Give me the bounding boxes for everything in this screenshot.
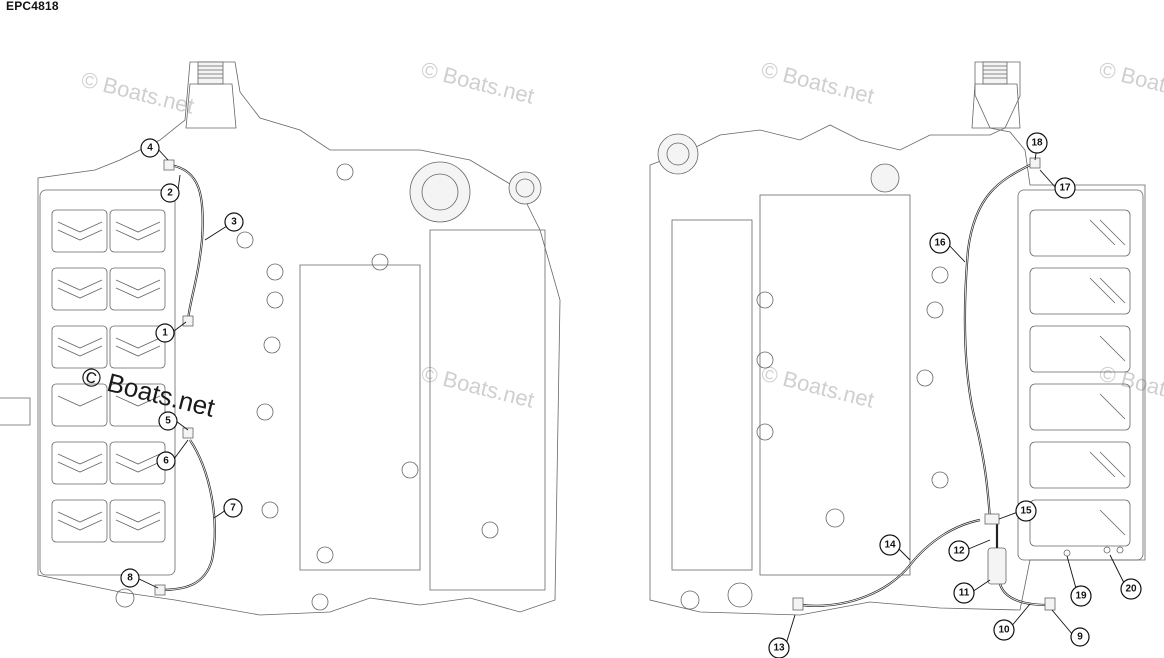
watermark: © Boats.net	[79, 361, 219, 423]
callout-9: 9	[1070, 627, 1090, 647]
svg-text:20: 20	[1125, 584, 1137, 595]
watermark: © Boats.net	[759, 57, 877, 109]
callout-12: 12	[948, 540, 970, 562]
watermark: © Boats.net	[79, 67, 197, 119]
svg-text:17: 17	[1059, 183, 1071, 194]
watermark: © Boats.net	[419, 361, 537, 413]
callout-13: 13	[768, 637, 790, 658]
svg-text:4: 4	[147, 143, 153, 154]
svg-text:15: 15	[1020, 506, 1032, 517]
svg-text:18: 18	[1031, 138, 1043, 149]
svg-text:7: 7	[230, 503, 236, 514]
svg-text:6: 6	[163, 456, 169, 467]
svg-text:3: 3	[231, 217, 237, 228]
svg-text:14: 14	[884, 540, 896, 551]
right-engine-view	[649, 61, 1146, 616]
callout-layer: 1 2 3 4 5 6 7 8 9 10 11 12 13 14 15 16 1…	[120, 132, 1142, 658]
callout-17: 17	[1054, 177, 1076, 199]
callout-4: 4	[140, 138, 160, 158]
callout-11: 11	[953, 582, 975, 604]
watermark: © Boats.net	[1097, 57, 1164, 109]
left-engine-view	[0, 61, 561, 616]
svg-text:2: 2	[167, 188, 173, 199]
svg-text:13: 13	[773, 643, 785, 654]
svg-text:12: 12	[953, 546, 965, 557]
callout-5: 5	[158, 411, 178, 431]
svg-text:16: 16	[934, 238, 946, 249]
watermark: © Boats.net	[759, 361, 877, 413]
right-reed-panels	[1029, 209, 1131, 547]
callout-2: 2	[160, 183, 180, 203]
callout-20: 20	[1120, 578, 1142, 600]
watermark-layer: © Boats.net © Boats.net © Boats.net © Bo…	[79, 57, 1164, 413]
callout-18: 18	[1026, 132, 1048, 154]
callout-8: 8	[120, 568, 140, 588]
callout-14: 14	[879, 534, 901, 556]
callout-16: 16	[929, 232, 951, 254]
svg-text:9: 9	[1077, 632, 1083, 643]
svg-text:1: 1	[162, 328, 168, 339]
callout-7: 7	[223, 498, 243, 518]
callout-19: 19	[1070, 585, 1092, 607]
reed-panels	[51, 209, 166, 543]
watermark: © Boats.net	[419, 57, 537, 109]
svg-text:10: 10	[998, 625, 1010, 636]
callout-15: 15	[1015, 500, 1037, 522]
svg-text:19: 19	[1075, 591, 1087, 602]
callout-10: 10	[993, 619, 1015, 641]
diagram-code: EPC4818	[6, 0, 59, 13]
callout-6: 6	[156, 451, 176, 471]
callout-1: 1	[155, 323, 175, 343]
svg-text:11: 11	[959, 588, 970, 599]
callout-3: 3	[224, 212, 244, 232]
svg-text:8: 8	[127, 573, 133, 584]
svg-text:5: 5	[165, 416, 171, 427]
